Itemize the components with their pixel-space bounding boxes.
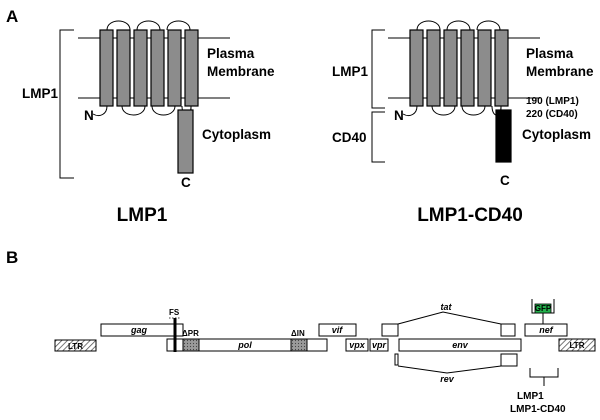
rev-exon-2 — [500, 353, 518, 367]
n-terminus-tail — [402, 105, 418, 117]
transmembrane-helix — [116, 29, 131, 107]
transmembrane-helix — [99, 29, 114, 107]
tat-label: tat — [441, 302, 453, 312]
transmembrane-helix — [443, 29, 458, 107]
transmembrane-helix — [426, 29, 441, 107]
ltr-right-box — [558, 338, 596, 352]
ltr-left-label: LTR — [68, 342, 83, 351]
transmembrane-helix — [167, 29, 182, 107]
n-terminus-tail — [92, 105, 108, 117]
delta-pr-label: ΔPR — [182, 329, 199, 338]
transmembrane-helix — [477, 29, 492, 107]
gag-label: gag — [130, 325, 148, 335]
cytoplasm-label: Cytoplasm — [522, 127, 591, 142]
pol-label: pol — [237, 340, 252, 350]
vpr-label: vpr — [372, 340, 387, 350]
transmembrane-helix — [133, 29, 148, 107]
ltr-right-label: LTR — [570, 341, 585, 350]
pol-box — [166, 338, 328, 352]
membrane-label: Membrane — [526, 64, 594, 79]
lmp1-title: LMP1 — [117, 205, 168, 226]
vpx-box — [345, 338, 369, 352]
ltr-left-box — [54, 339, 97, 352]
extracellular-loop — [476, 20, 501, 31]
gag-box — [100, 323, 184, 337]
insert-lmp1-label: LMP1 — [517, 391, 544, 402]
tat-splice-line — [397, 311, 502, 325]
lmp1-cd40-diagram: LMP1 CD40 N C Plasma Membrane 190 (LMP1)… — [332, 20, 594, 226]
vif-label: vif — [332, 325, 344, 335]
tat-exon-1 — [381, 323, 399, 337]
membrane-label: Membrane — [207, 64, 275, 79]
nef-label: nef — [539, 325, 554, 335]
c-terminus-label: C — [500, 173, 510, 188]
cd40-bracket-label: CD40 — [332, 130, 367, 145]
extracellular-loop — [416, 20, 441, 31]
panel-a-label: A — [6, 7, 18, 26]
lmp1-bracket-label: LMP1 — [22, 86, 58, 101]
rev-label: rev — [440, 374, 455, 384]
cytoplasm-label: Cytoplasm — [202, 127, 271, 142]
lmp1-diagram: LMP1 N C Plasma Membrane Cytoplasm LMP1 — [22, 20, 275, 226]
intracellular-loop — [461, 105, 486, 116]
plasma-label: Plasma — [526, 46, 574, 61]
cd40-bracket — [371, 111, 385, 163]
extracellular-loop — [136, 20, 161, 31]
gfp-label: GFP — [535, 304, 552, 313]
vpx-label: vpx — [349, 340, 366, 350]
fs-label: FS — [169, 308, 180, 317]
nef-box — [524, 323, 568, 337]
delta-pr-region — [182, 338, 200, 352]
c-terminus-label: C — [181, 175, 191, 190]
transmembrane-helix — [150, 29, 165, 107]
extracellular-loop — [106, 20, 131, 31]
genome-map: LTR gag pol FS ΔPR ΔIN vif vpx vpr tat e… — [54, 299, 596, 415]
residue-190-label: 190 (LMP1) — [526, 96, 579, 107]
vpr-box — [369, 338, 389, 352]
transmembrane-helix — [184, 29, 199, 107]
panel-b-label: B — [6, 248, 18, 267]
env-box — [398, 338, 522, 352]
delta-in-label: ΔIN — [291, 329, 305, 338]
rev-exon-1 — [394, 353, 399, 366]
lmp1-bracket — [371, 29, 385, 109]
cytoplasmic-tail — [177, 109, 194, 174]
cd40-cytoplasmic-tail — [495, 109, 512, 163]
lmp1-cd40-title: LMP1-CD40 — [417, 205, 523, 226]
env-label: env — [452, 340, 469, 350]
intracellular-loop — [431, 105, 456, 116]
residue-220-label: 220 (CD40) — [526, 109, 578, 120]
insert-site-bracket — [529, 368, 559, 378]
transmembrane-helix — [494, 29, 509, 107]
extracellular-loop — [166, 20, 191, 31]
transmembrane-helix — [409, 29, 424, 107]
tat-exon-2 — [500, 323, 516, 337]
insert-lmp1-cd40-label: LMP1-CD40 — [510, 404, 566, 415]
n-terminus-label: N — [84, 108, 94, 123]
delta-in-region — [290, 338, 308, 352]
lmp1-bracket-label: LMP1 — [332, 64, 368, 79]
plasma-label: Plasma — [207, 46, 255, 61]
transmembrane-helix — [460, 29, 475, 107]
lmp1-bracket — [59, 29, 74, 179]
rev-splice-line — [397, 365, 502, 374]
intracellular-loop — [151, 105, 176, 116]
n-terminus-label: N — [394, 108, 404, 123]
intracellular-loop — [121, 105, 146, 116]
extracellular-loop — [446, 20, 471, 31]
vif-box — [318, 323, 357, 337]
